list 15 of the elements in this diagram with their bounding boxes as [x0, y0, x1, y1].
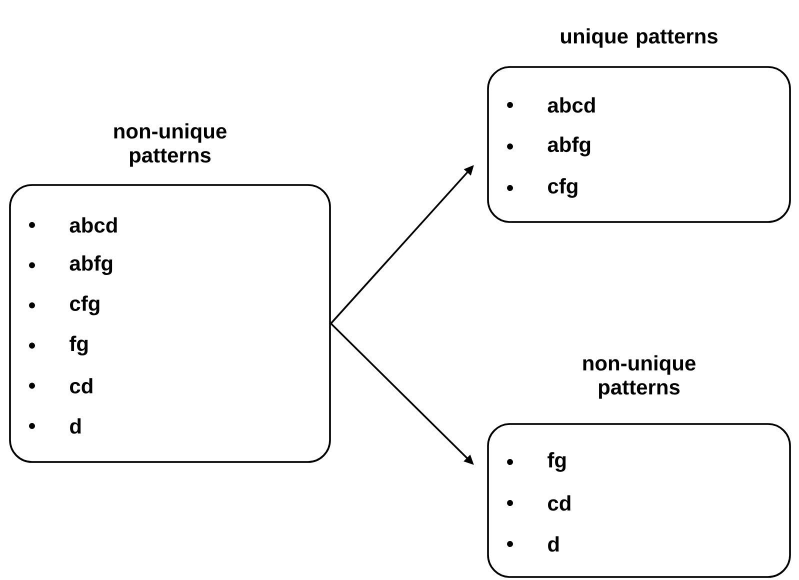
heading: unique patterns: [560, 28, 718, 48]
list-item: d: [70, 418, 81, 434]
list-item: abcd: [70, 217, 117, 233]
heading: non-unique patterns: [583, 355, 696, 399]
list-item: abfg: [548, 136, 590, 156]
list-item: cfg: [70, 296, 100, 316]
list-item: fg: [70, 336, 88, 356]
list-item: cd: [70, 378, 92, 394]
list-item: abcd: [548, 97, 595, 113]
list-item: cd: [548, 495, 570, 511]
list-item: abfg: [70, 255, 112, 276]
heading: non-unique patterns: [114, 123, 226, 167]
list-item: fg: [548, 452, 566, 472]
list-item: cfg: [548, 178, 578, 198]
list-item: d: [548, 536, 559, 552]
